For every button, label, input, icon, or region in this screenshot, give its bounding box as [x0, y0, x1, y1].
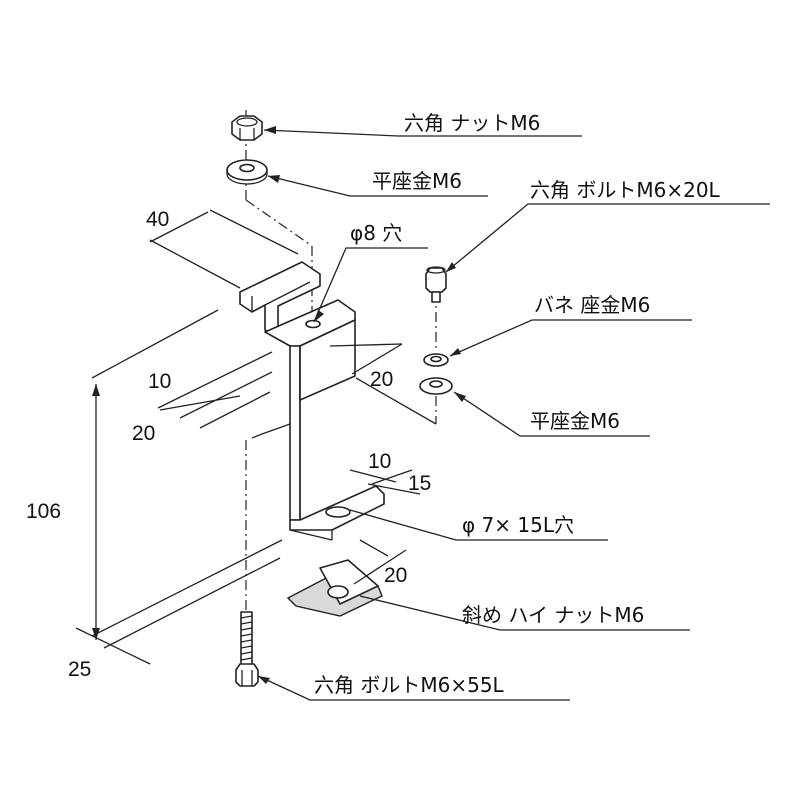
label-slot-hole: φ 7× 15L穴: [462, 513, 574, 537]
dim-106: 106: [26, 500, 61, 523]
dim-10-right: 10: [368, 450, 391, 473]
label-hex-bolt-m6x55l: 六角 ボルトM6×55L: [314, 673, 505, 697]
flat-washer-right-icon: [419, 377, 453, 395]
dim-25: 25: [68, 658, 91, 681]
hex-bolt-m6x20l-icon: [425, 266, 447, 303]
dim-20-lower: 20: [384, 564, 407, 587]
label-hex-nut-m6: 六角 ナットM6: [404, 111, 540, 135]
axis-line-top-diag: [245, 199, 313, 247]
label-flat-washer-top: 平座金M6: [372, 169, 462, 193]
hex-nut-m6-icon: [231, 115, 263, 141]
spring-washer-icon: [423, 353, 449, 367]
dim-20-left: 20: [132, 422, 155, 445]
label-hex-bolt-m6x20l: 六角 ボルトM6×20L: [530, 178, 721, 202]
dim-15: 15: [408, 472, 431, 495]
hole-8-icon: [305, 319, 321, 329]
flat-washer-top-icon: [226, 159, 268, 185]
label-spring-washer: バネ 座金M6: [534, 293, 650, 317]
label-hole-8: φ8 穴: [350, 221, 402, 245]
dim-10-left: 10: [148, 370, 171, 393]
label-flat-washer-right: 平座金M6: [530, 409, 620, 433]
slanted-nut-icon: [286, 559, 383, 617]
dim-40: 40: [146, 208, 169, 231]
hex-bolt-m6x55l-icon: [235, 611, 259, 687]
dimension-lines: [75, 209, 437, 665]
label-slanted-nut: 斜め ハイ ナットM6: [462, 603, 644, 627]
main-bracket: [264, 299, 385, 541]
dim-20-mid: 20: [370, 368, 393, 391]
leader-lines: [257, 126, 770, 701]
slot-hole-icon: [325, 506, 351, 518]
